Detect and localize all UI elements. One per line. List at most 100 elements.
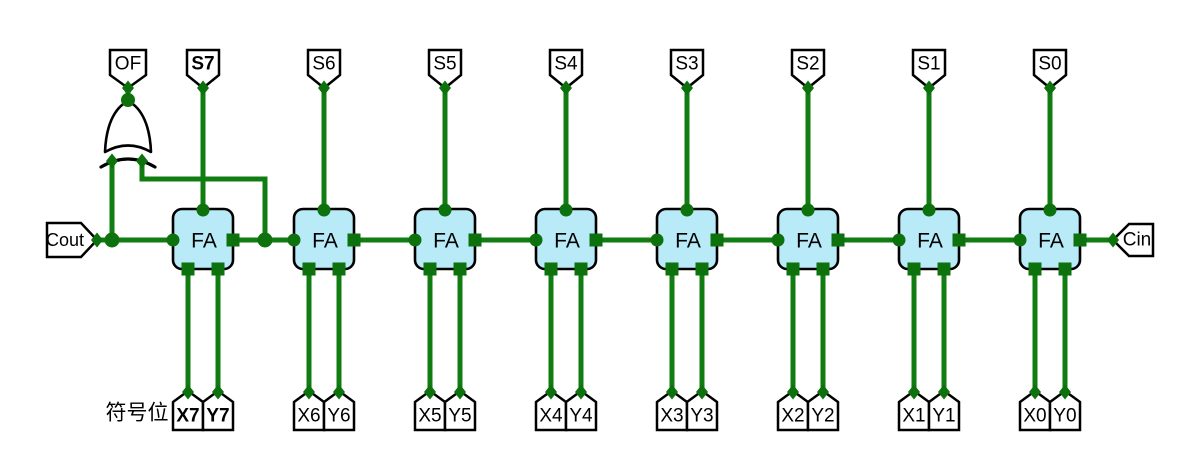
fa-port-y — [695, 262, 709, 276]
fa-port-x — [302, 262, 316, 276]
pin-y3 — [685, 389, 719, 432]
fa-port-sum — [438, 203, 452, 217]
pin-label-cout: Cout — [46, 230, 84, 250]
pin-tip-point — [318, 80, 330, 96]
pin-tip-point — [303, 384, 315, 400]
pin-tip-point — [938, 384, 950, 400]
fa-port-y — [574, 262, 588, 276]
fa-port-y — [816, 262, 830, 276]
pin-label-x2: X2 — [781, 406, 804, 427]
fa-port-carry-out — [650, 233, 664, 247]
pin-label-x7: X7 — [176, 406, 199, 427]
fa-port-carry-in — [831, 233, 845, 247]
pin-s6 — [306, 48, 342, 90]
fa-port-y — [1058, 262, 1072, 276]
pin-tip-point — [1059, 384, 1071, 400]
fa-label: FA — [554, 230, 580, 253]
pin-cout — [45, 221, 99, 259]
pin-label-s3: S3 — [675, 54, 698, 75]
pin-tip-point — [91, 232, 103, 248]
fa-port-carry-out — [166, 233, 180, 247]
pin-cin — [1111, 222, 1155, 258]
pin-label-s2: S2 — [796, 54, 819, 75]
fa-port-carry-in — [226, 233, 240, 247]
fa-port-sum — [317, 203, 331, 217]
xor-gate-body — [103, 99, 153, 154]
pin-x7 — [171, 389, 205, 432]
pin-x2 — [776, 389, 810, 432]
pin-x6 — [292, 389, 326, 432]
pin-y5 — [443, 389, 477, 432]
pin-s5 — [427, 48, 463, 90]
fa-port-sum — [559, 203, 573, 217]
fa-port-sum — [922, 203, 936, 217]
pin-tip-point — [1107, 232, 1119, 248]
pin-y7 — [201, 389, 235, 432]
fa-port-sum — [1043, 203, 1057, 217]
pin-tip-point — [681, 80, 693, 96]
wire-junction — [104, 232, 120, 248]
pin-tip-point — [212, 384, 224, 400]
xor-input-point — [106, 153, 118, 169]
pin-tip-point — [197, 80, 209, 96]
fa-port-sum — [801, 203, 815, 217]
fa-port-y — [937, 262, 951, 276]
pin-s4 — [548, 48, 584, 90]
fa-port-y — [332, 262, 346, 276]
xor-input-point — [136, 153, 148, 169]
fa-label: FA — [1038, 230, 1064, 253]
fa-port-carry-in — [589, 233, 603, 247]
pin-tip-point — [1029, 384, 1041, 400]
pin-tip-point — [923, 80, 935, 96]
fa-port-x — [544, 262, 558, 276]
pin-tip-point — [696, 384, 708, 400]
pin-label-cin: Cin — [1123, 230, 1152, 251]
pin-label-y6: Y6 — [327, 406, 350, 427]
pin-label-y3: Y3 — [690, 406, 713, 427]
fa-port-carry-out — [771, 233, 785, 247]
pin-s2 — [790, 48, 826, 90]
sign-bit-annotation: 符号位 — [106, 402, 169, 425]
fa-label: FA — [433, 230, 459, 253]
fa-port-x — [1028, 262, 1042, 276]
pin-label-s1: S1 — [917, 54, 940, 75]
fa-port-x — [907, 262, 921, 276]
fa-port-x — [786, 262, 800, 276]
pin-label-y2: Y2 — [811, 406, 834, 427]
pin-label-x4: X4 — [539, 406, 563, 427]
pin-x3 — [655, 389, 689, 432]
pin-tip-point — [1044, 80, 1056, 96]
fa-port-x — [423, 262, 437, 276]
fa-port-x — [665, 262, 679, 276]
fa-label: FA — [675, 230, 701, 253]
fa-port-y — [211, 262, 225, 276]
pin-label-x6: X6 — [297, 406, 320, 427]
fa-port-carry-in — [347, 233, 361, 247]
fa-port-carry-out — [408, 233, 422, 247]
fa-port-sum — [680, 203, 694, 217]
pin-tip-point — [454, 384, 466, 400]
fa-port-carry-out — [529, 233, 543, 247]
pin-s0 — [1032, 48, 1068, 90]
pin-x0 — [1018, 389, 1052, 432]
fa-port-y — [453, 262, 467, 276]
pin-label-y0: Y0 — [1053, 406, 1076, 427]
pin-label-s5: S5 — [433, 54, 456, 75]
pin-tip-point — [787, 384, 799, 400]
pin-label-s6: S6 — [312, 54, 335, 75]
pin-y2 — [806, 389, 840, 432]
wire-junction — [121, 93, 135, 107]
wire-junction — [257, 232, 273, 248]
pin-label-x1: X1 — [902, 406, 925, 427]
pin-label-x0: X0 — [1023, 406, 1046, 427]
fa-port-carry-out — [892, 233, 906, 247]
pin-tip-point — [333, 384, 345, 400]
pin-label-s7: S7 — [191, 54, 214, 75]
pin-x4 — [534, 389, 568, 432]
pin-tip-point — [439, 80, 451, 96]
pin-tip-point — [575, 384, 587, 400]
pin-y4 — [564, 389, 598, 432]
fa-port-sum — [196, 203, 210, 217]
pin-tip-point — [908, 384, 920, 400]
